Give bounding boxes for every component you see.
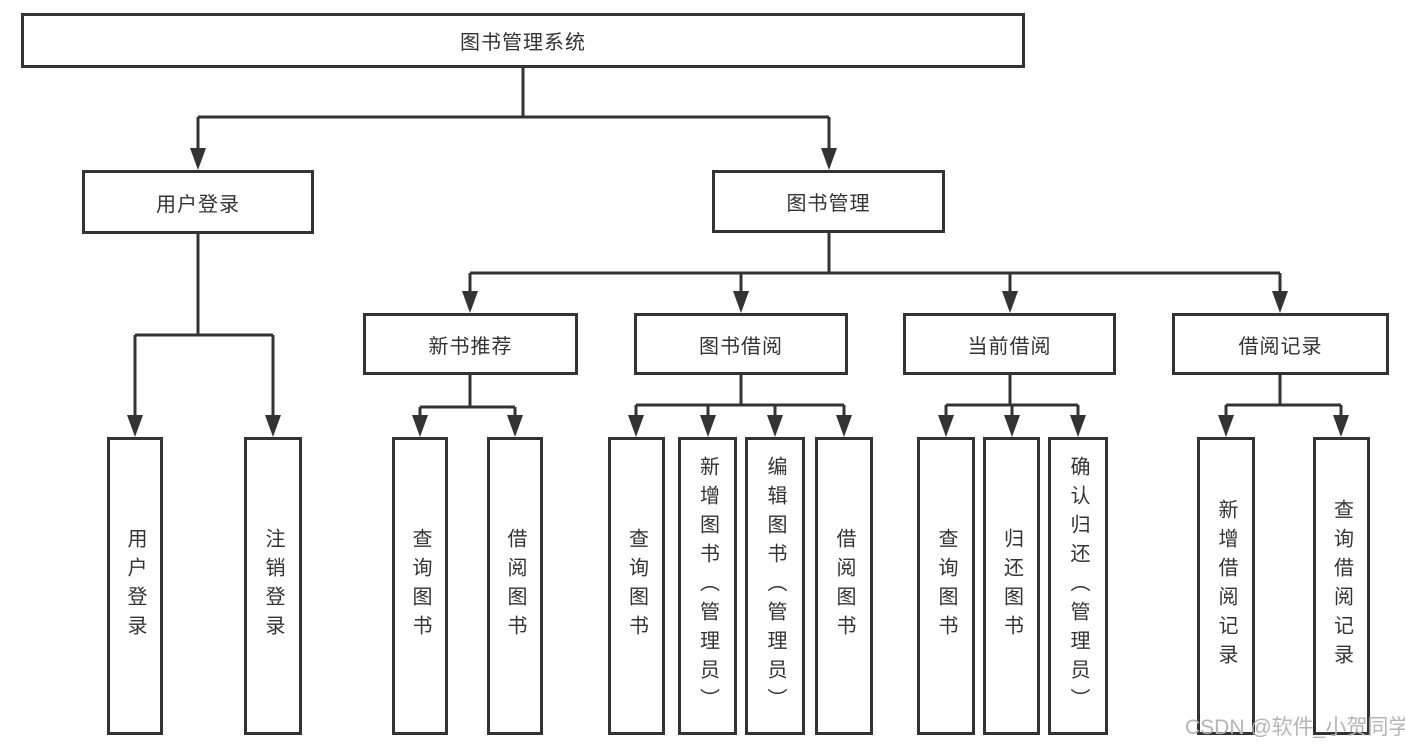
leaf-confirm-return-admin: 确认归还（管理员） bbox=[1048, 437, 1108, 735]
leaf-query-books-recommend: 查询图书 bbox=[392, 437, 448, 735]
leaf-label: 编辑图书（管理员） bbox=[764, 455, 786, 717]
leaf-label: 确认归还（管理员） bbox=[1067, 455, 1089, 717]
leaf-add-borrow-record: 新增借阅记录 bbox=[1197, 437, 1255, 735]
node-book-borrowing: 图书借阅 bbox=[634, 313, 848, 375]
leaf-query-books-current: 查询图书 bbox=[917, 437, 975, 735]
leaf-query-books-borrowing: 查询图书 bbox=[608, 437, 665, 735]
watermark-text: CSDN @软件_小贺同学 bbox=[1185, 716, 1405, 739]
section-label: 新书推荐 bbox=[428, 335, 513, 358]
node-user-login-label: 用户登录 bbox=[156, 193, 240, 216]
node-current-borrowing: 当前借阅 bbox=[903, 313, 1116, 375]
leaf-label: 借阅图书 bbox=[504, 528, 526, 644]
leaf-label: 归还图书 bbox=[1000, 528, 1023, 644]
leaf-edit-books-admin: 编辑图书（管理员） bbox=[745, 437, 805, 735]
node-root-label: 图书管理系统 bbox=[460, 32, 586, 54]
leaf-add-books-admin: 新增图书（管理员） bbox=[678, 437, 737, 735]
section-label: 图书借阅 bbox=[699, 335, 783, 358]
node-new-book-recommendation: 新书推荐 bbox=[363, 313, 578, 375]
leaf-label: 借阅图书 bbox=[833, 528, 855, 644]
leaf-borrow-books: 借阅图书 bbox=[815, 437, 873, 735]
leaf-label: 用户登录 bbox=[124, 528, 146, 644]
leaf-label: 查询图书 bbox=[935, 528, 957, 644]
section-label: 当前借阅 bbox=[967, 335, 1052, 358]
node-book-management: 图书管理 bbox=[712, 170, 945, 233]
leaf-query-borrow-record: 查询借阅记录 bbox=[1313, 437, 1370, 735]
leaf-label: 查询图书 bbox=[625, 528, 648, 644]
leaf-borrow-books-recommend: 借阅图书 bbox=[487, 437, 543, 735]
arrowheads bbox=[127, 148, 1349, 437]
leaf-label: 注销登录 bbox=[262, 528, 284, 644]
leaf-logout: 注销登录 bbox=[244, 437, 302, 735]
node-book-management-label: 图书管理 bbox=[786, 193, 871, 215]
leaf-label: 查询借阅记录 bbox=[1330, 499, 1353, 673]
leaf-return-books: 归还图书 bbox=[983, 437, 1040, 735]
node-user-login: 用户登录 bbox=[82, 170, 314, 234]
section-label: 借阅记录 bbox=[1238, 335, 1323, 358]
leaf-user-login: 用户登录 bbox=[107, 437, 163, 735]
leaf-label: 查询图书 bbox=[409, 528, 431, 644]
node-borrowing-records: 借阅记录 bbox=[1172, 313, 1389, 375]
node-root-system: 图书管理系统 bbox=[21, 13, 1025, 68]
leaf-label: 新增借阅记录 bbox=[1215, 499, 1237, 673]
leaf-label: 新增图书（管理员） bbox=[696, 455, 719, 717]
